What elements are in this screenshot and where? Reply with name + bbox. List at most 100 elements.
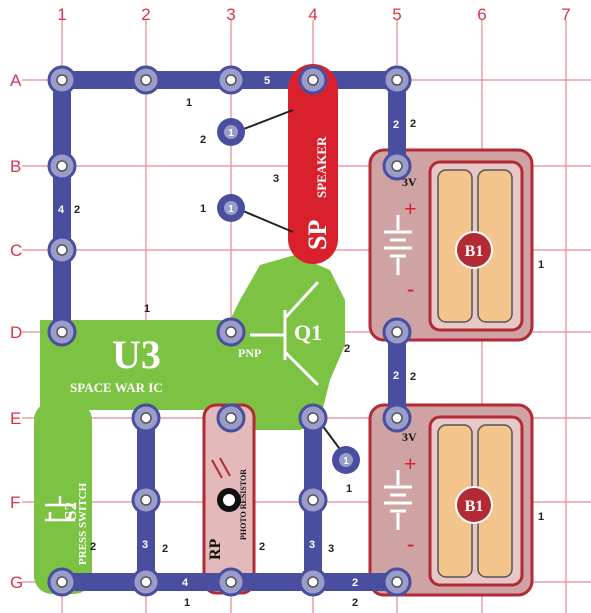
battery-top-voltage: 3V (402, 175, 417, 189)
switch-label: S2 (61, 502, 80, 520)
snap-post-center (56, 74, 68, 86)
single-snap-label: 1 (228, 204, 234, 215)
level-label: 1 (538, 511, 544, 523)
battery-symbol-icon (384, 470, 412, 530)
press-switch: S2 PRESS SWITCH (34, 402, 92, 594)
snap-post-center (307, 494, 319, 506)
row-labels: A B C D E F G (10, 71, 23, 592)
battery-bottom: B1 3V + - (368, 403, 534, 597)
snap-post-center (56, 576, 68, 588)
battery-symbol-icon (384, 215, 412, 275)
snap-post-center (140, 74, 152, 86)
battery-top: B1 3V + - (368, 148, 534, 342)
snap-post-center (140, 412, 152, 424)
battery-bottom-voltage: 3V (402, 430, 417, 444)
transistor-type: PNP (238, 346, 261, 360)
level-label: 2 (352, 597, 358, 609)
row-label-f: F (10, 493, 20, 512)
snap-post-center (225, 576, 237, 588)
level-label: 1 (186, 97, 192, 109)
level-label: 1 (184, 597, 190, 609)
single-snap-center (339, 453, 353, 467)
switch-symbol-icon (45, 496, 75, 522)
snap-post-center (225, 326, 237, 338)
row-label-c: C (10, 241, 22, 260)
wire-number-bottom-right: 2 (352, 577, 358, 589)
row-label-d: D (10, 323, 22, 342)
snap-post-center (225, 412, 237, 424)
level-labels: 1 2 1 3 2 1 2 2 2 1 1 1 2 2 3 1 2 2 (74, 97, 544, 609)
row-label-a: A (10, 71, 22, 90)
snap-post-center (307, 576, 319, 588)
wire-number-col2: 3 (142, 539, 148, 551)
column-label-2: 2 (141, 5, 150, 24)
row-label-g: G (10, 573, 23, 592)
wire-number-bottom-left: 4 (182, 577, 189, 589)
level-label: 2 (162, 543, 168, 555)
snap-post-center (225, 74, 237, 86)
battery-bottom-plus: + (404, 451, 417, 476)
level-label: 2 (410, 118, 416, 130)
photoresistor-text: PHOTO RESISTOR (239, 469, 248, 540)
wire-number-col4: 3 (309, 539, 315, 551)
ic-text: SPACE WAR IC (70, 380, 163, 395)
column-labels: 1 2 3 4 5 6 7 (57, 5, 570, 24)
space-war-ic: U3 SPACE WAR IC Q1 PNP (40, 255, 345, 430)
column-label-4: 4 (308, 5, 317, 24)
wire-number-right-top: 2 (393, 119, 399, 131)
snap-post-center (56, 160, 68, 172)
single-snap-label: 1 (343, 456, 349, 467)
level-label: 3 (273, 173, 279, 185)
speaker-label: SP (303, 220, 332, 250)
wire-number-right-mid: 2 (393, 370, 399, 382)
row-label-b: B (10, 157, 21, 176)
level-label: 2 (74, 204, 80, 216)
snap-post-center (140, 576, 152, 588)
snap-post-center (391, 74, 403, 86)
snap-post-center (391, 412, 403, 424)
snap-post-center (140, 494, 152, 506)
level-label: 2 (259, 541, 265, 553)
single-snap-center (224, 201, 238, 215)
snap-post-center (391, 160, 403, 172)
snap-post-center (307, 74, 319, 86)
row-label-e: E (10, 409, 21, 428)
snap-post-center (307, 412, 319, 424)
single-snap-label: 1 (228, 128, 234, 139)
battery-top-label: B1 (465, 243, 484, 260)
single-snap-center (224, 125, 238, 139)
column-label-5: 5 (392, 5, 401, 24)
column-label-3: 3 (226, 5, 235, 24)
switch-text: PRESS SWITCH (77, 482, 89, 565)
transistor-q1 (250, 280, 320, 387)
transistor-label: Q1 (294, 320, 322, 345)
column-label-6: 6 (477, 5, 486, 24)
battery-bottom-minus: - (407, 531, 414, 556)
light-arrows-icon (211, 457, 231, 479)
level-label: 2 (90, 541, 96, 553)
battery-top-minus: - (407, 276, 414, 301)
level-label: 1 (200, 203, 206, 215)
wire-number-top: 5 (264, 75, 270, 87)
wire-number-left: 4 (58, 204, 65, 216)
snap-post-center (391, 326, 403, 338)
photoresistor: RP PHOTO RESISTOR (202, 403, 256, 595)
snap-post-center (56, 326, 68, 338)
snap-post-center (56, 244, 68, 256)
level-label: 1 (144, 303, 150, 315)
snap-post-center (391, 576, 403, 588)
speaker: SP SPEAKER (288, 64, 338, 264)
level-label: 1 (538, 259, 544, 271)
column-label-7: 7 (561, 5, 570, 24)
battery-bottom-label: B1 (465, 498, 484, 515)
level-label: 2 (410, 371, 416, 383)
ic-label: U3 (112, 332, 161, 377)
column-label-1: 1 (57, 5, 66, 24)
speaker-text: SPEAKER (314, 136, 329, 198)
level-label: 2 (344, 343, 350, 355)
snap-posts: 1 1 1 (47, 65, 412, 597)
level-label: 2 (200, 134, 206, 146)
level-label: 1 (346, 483, 352, 495)
photoresistor-label: RP (207, 538, 224, 560)
